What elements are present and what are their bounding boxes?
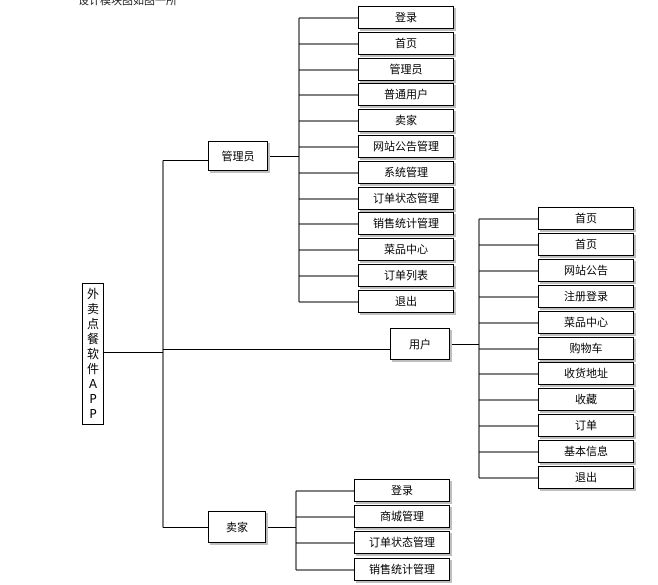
root-label-char: 点 <box>86 316 99 331</box>
group-admin-node[interactable]: 管理员 <box>208 141 268 171</box>
leaf-admin-6[interactable]: 系统管理 <box>358 161 454 184</box>
leaf-user-1[interactable]: 首页 <box>538 233 634 256</box>
group-user-node[interactable]: 用户 <box>390 328 450 360</box>
leaf-seller-0[interactable]: 登录 <box>354 479 450 502</box>
leaf-user-3[interactable]: 注册登录 <box>538 285 634 308</box>
leaf-seller-3[interactable]: 销售统计管理 <box>354 558 450 581</box>
leaf-user-9[interactable]: 基本信息 <box>538 440 634 463</box>
root-label-char: 软 <box>86 346 99 361</box>
leaf-admin-4[interactable]: 卖家 <box>358 109 454 132</box>
root-label-char: P <box>89 391 97 406</box>
leaf-user-10[interactable]: 退出 <box>538 466 634 489</box>
leaf-admin-8[interactable]: 销售统计管理 <box>358 212 454 235</box>
leaf-admin-11[interactable]: 退出 <box>358 290 454 313</box>
leaf-admin-2[interactable]: 管理员 <box>358 58 454 81</box>
root-label-char: A <box>88 376 98 391</box>
leaf-admin-9[interactable]: 菜品中心 <box>358 238 454 261</box>
leaf-admin-3[interactable]: 普通用户 <box>358 83 454 106</box>
leaf-user-6[interactable]: 收货地址 <box>538 362 634 385</box>
leaf-seller-2[interactable]: 订单状态管理 <box>354 531 450 554</box>
leaf-seller-1[interactable]: 商城管理 <box>354 505 450 528</box>
leaf-admin-1[interactable]: 首页 <box>358 32 454 55</box>
caption: 设计模块图如图一所 <box>78 0 177 7</box>
leaf-user-7[interactable]: 收藏 <box>538 388 634 411</box>
root-label-char: P <box>89 406 97 421</box>
leaf-admin-5[interactable]: 网站公告管理 <box>358 135 454 158</box>
leaf-user-2[interactable]: 网站公告 <box>538 259 634 282</box>
leaf-admin-10[interactable]: 订单列表 <box>358 264 454 287</box>
root-label-char: 餐 <box>86 331 99 346</box>
leaf-user-8[interactable]: 订单 <box>538 414 634 437</box>
leaf-admin-0[interactable]: 登录 <box>358 6 454 29</box>
root-label-char: 件 <box>86 361 99 376</box>
leaf-user-5[interactable]: 购物车 <box>538 337 634 360</box>
leaf-user-0[interactable]: 首页 <box>538 207 634 230</box>
leaf-admin-7[interactable]: 订单状态管理 <box>358 187 454 210</box>
leaf-user-4[interactable]: 菜品中心 <box>538 311 634 334</box>
root-label-char: 卖 <box>86 301 99 316</box>
root-label-char: 外 <box>86 286 99 301</box>
group-seller-node[interactable]: 卖家 <box>208 511 266 543</box>
